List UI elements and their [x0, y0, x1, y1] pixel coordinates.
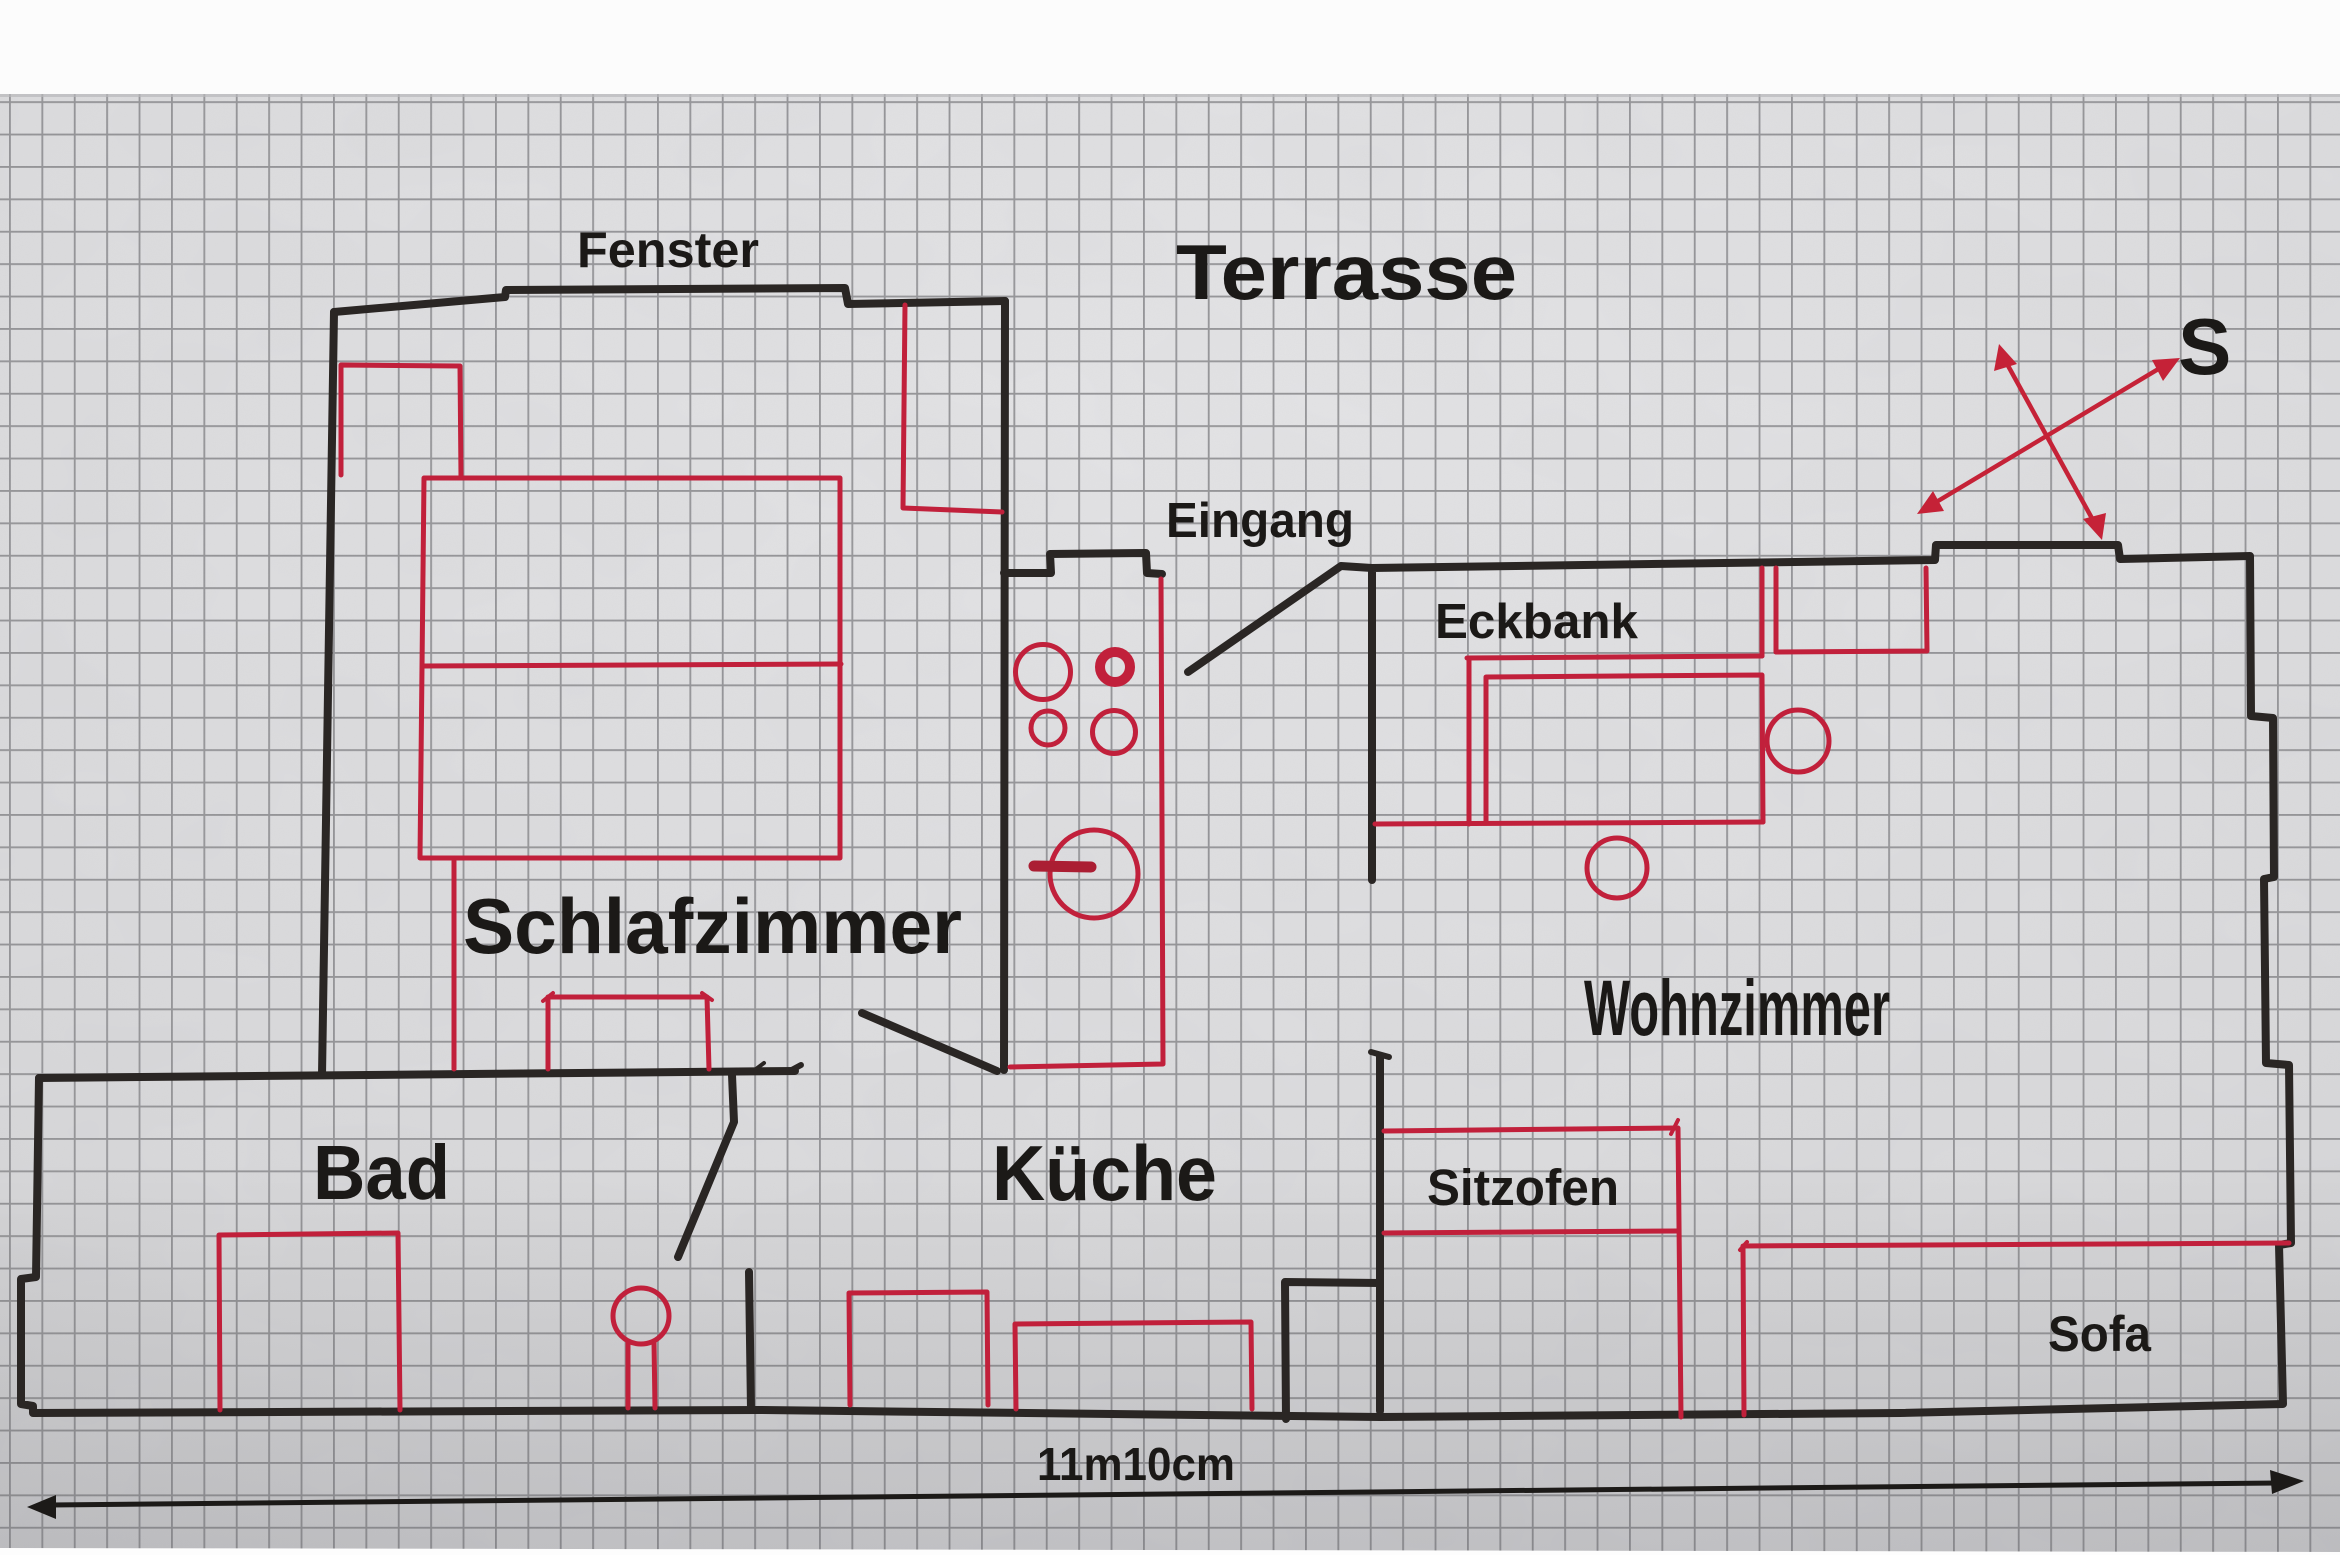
svg-text:Küche: Küche — [992, 1129, 1217, 1217]
svg-text:Terrasse: Terrasse — [1176, 228, 1517, 316]
svg-text:Wohnzimmer: Wohnzimmer — [1584, 963, 1890, 1052]
svg-text:Eingang: Eingang — [1166, 494, 1354, 548]
svg-text:Sofa: Sofa — [2048, 1306, 2152, 1362]
svg-text:Fenster: Fenster — [577, 222, 759, 278]
svg-text:Sitzofen: Sitzofen — [1427, 1159, 1619, 1216]
svg-text:11m10cm: 11m10cm — [1037, 1438, 1235, 1490]
svg-text:Bad: Bad — [313, 1130, 450, 1216]
svg-text:S: S — [2178, 302, 2231, 391]
svg-text:Schlafzimmer: Schlafzimmer — [463, 882, 962, 970]
svg-text:Eckbank: Eckbank — [1435, 595, 1639, 649]
